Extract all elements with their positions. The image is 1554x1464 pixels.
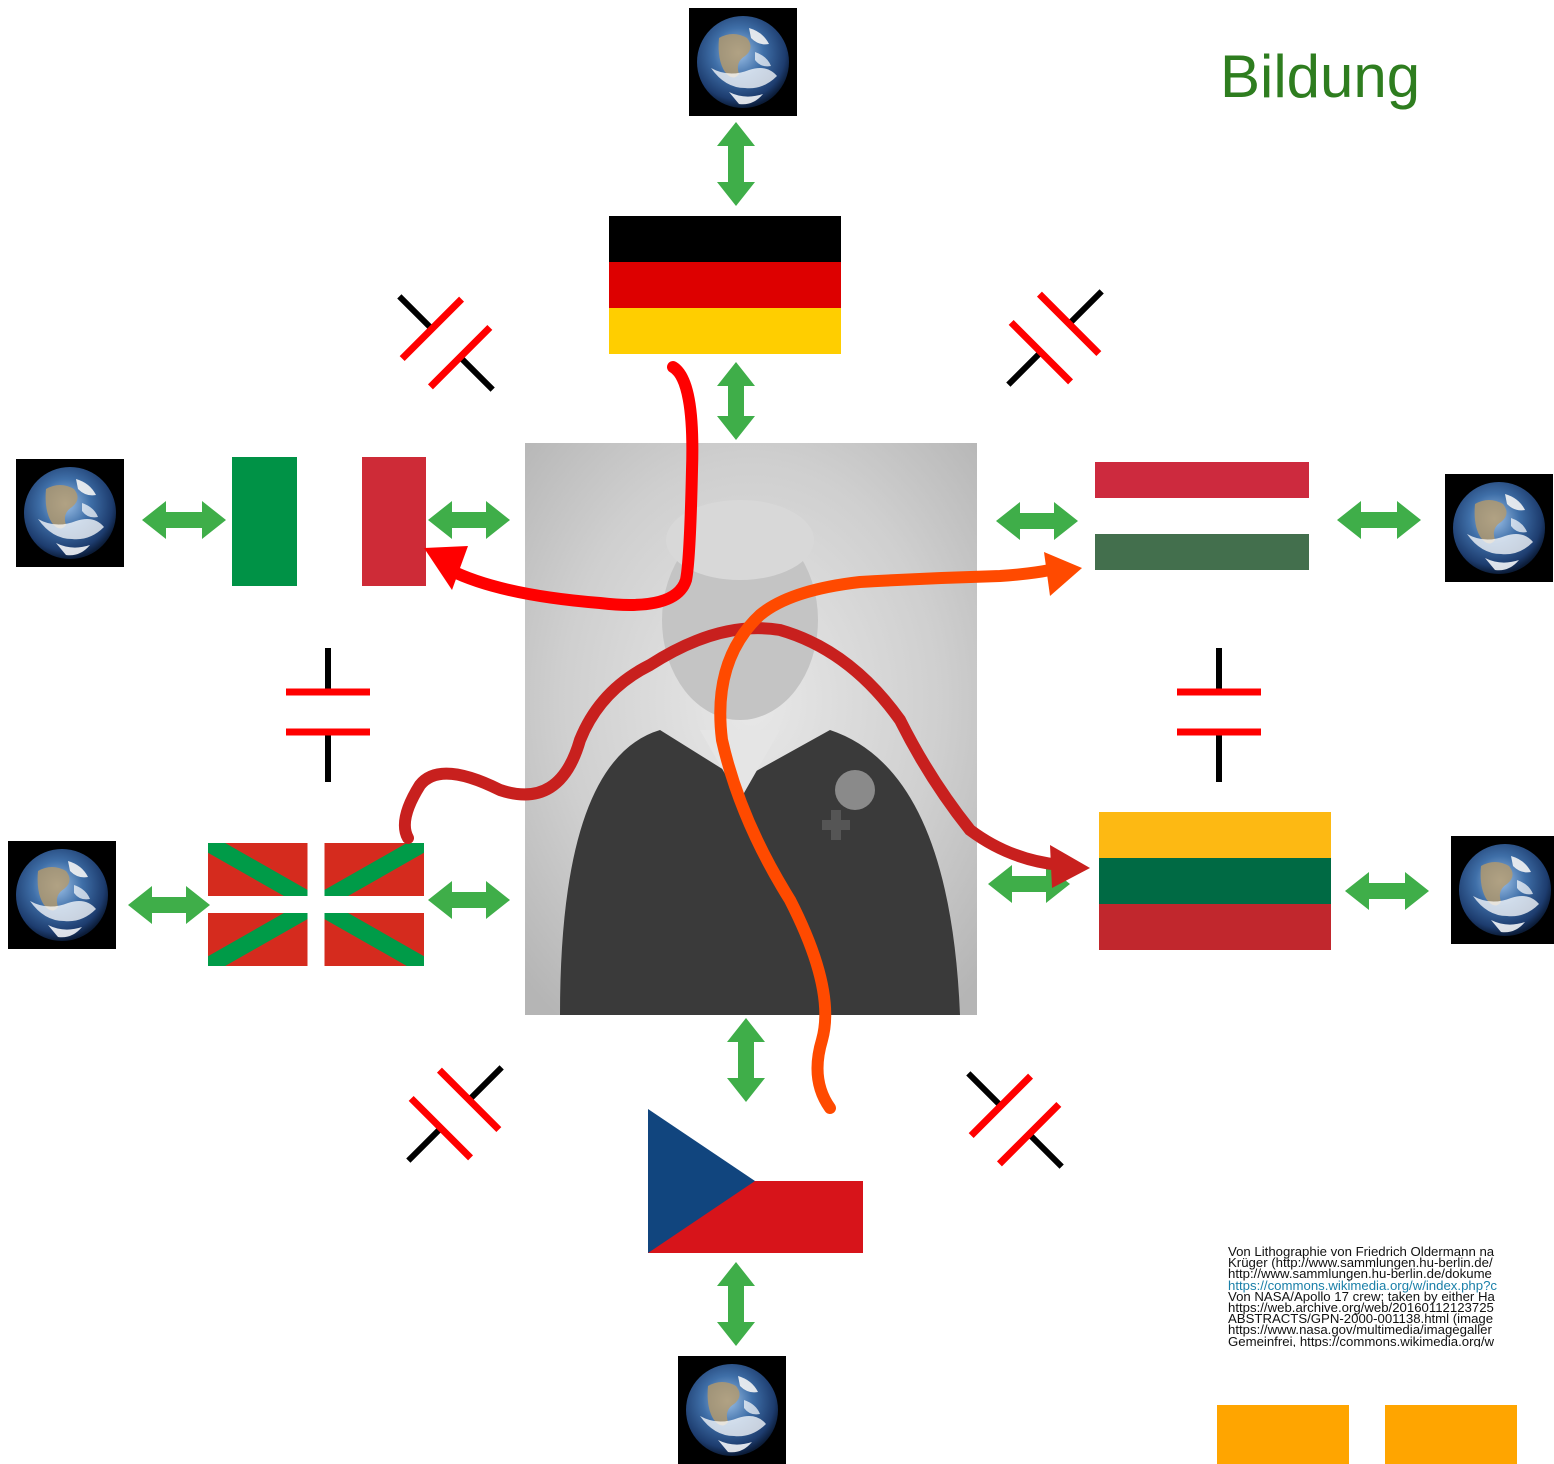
broken-link-icon-top-left <box>370 267 523 420</box>
earth-icon-top <box>689 8 797 116</box>
flag-czech <box>648 1109 863 1253</box>
double-arrow-icon <box>727 1018 765 1102</box>
double-arrow-icon <box>1345 872 1429 910</box>
double-arrow-icon <box>428 501 510 539</box>
flag-germany <box>609 216 841 354</box>
diagram-title: Bildung <box>1220 42 1420 111</box>
earth-icon-right-upper <box>1445 474 1553 582</box>
double-arrow-icon <box>1337 501 1421 539</box>
orange-button-left[interactable] <box>1217 1405 1349 1464</box>
broken-link-icon-bottom-left <box>379 1038 532 1191</box>
orange-button-right[interactable] <box>1385 1405 1517 1464</box>
double-arrow-icon <box>428 881 510 919</box>
image-credits: Von Lithographie von Friedrich Oldermann… <box>1228 1246 1554 1347</box>
double-arrow-icon <box>717 1262 755 1346</box>
flag-hungary <box>1095 462 1309 570</box>
double-arrow-icon <box>717 122 755 206</box>
broken-link-icon-left <box>286 648 370 782</box>
earth-icon-bottom <box>678 1356 786 1464</box>
earth-icon-right-lower <box>1451 836 1554 944</box>
flag-italy <box>232 457 426 586</box>
earth-icon-left-lower <box>8 841 116 949</box>
credit-line: Gemeinfrei, https://commons.wikimedia.or… <box>1228 1336 1554 1347</box>
flag-lithuania <box>1099 812 1331 950</box>
earth-icon-left-upper <box>16 459 124 567</box>
double-arrow-icon <box>717 362 755 440</box>
broken-link-icon-right <box>1177 648 1261 782</box>
double-arrow-icon <box>142 501 226 539</box>
broken-link-icon-bottom-right <box>939 1044 1092 1197</box>
broken-link-icon-top-right <box>979 262 1132 415</box>
double-arrow-icon <box>996 502 1078 540</box>
double-arrow-icon <box>128 886 210 924</box>
flag-basque <box>208 843 424 966</box>
